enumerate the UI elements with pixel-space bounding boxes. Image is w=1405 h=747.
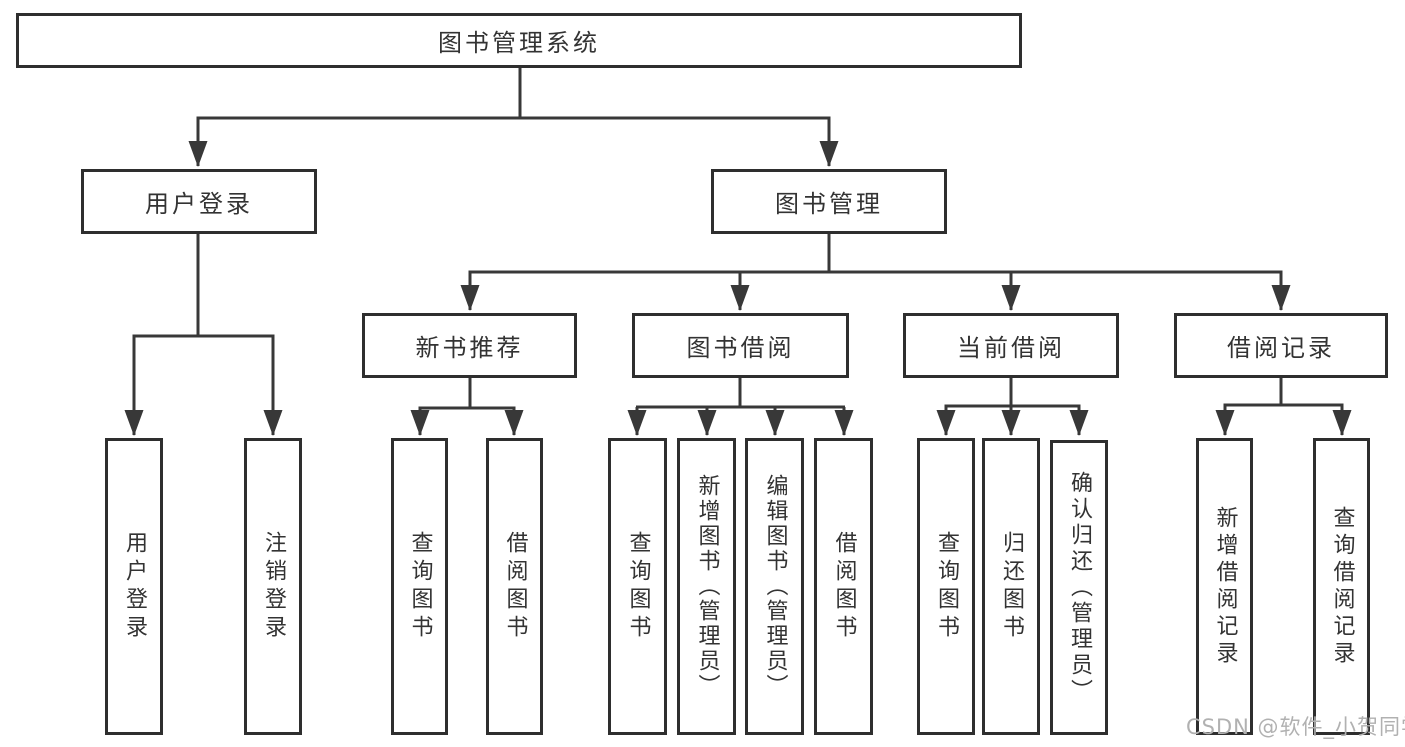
- leaf-edit-book-admin: 编辑图书（管理员）: [745, 438, 804, 735]
- node-borrowing-records: 借阅记录: [1174, 313, 1388, 378]
- leaf-borrow-book-borrowing: 借阅图书: [814, 438, 873, 735]
- node-library-system: 图书管理系统: [16, 13, 1022, 68]
- leaf-query-book-recommend: 查询图书: [391, 438, 448, 735]
- leaf-return-book: 归还图书: [982, 438, 1040, 735]
- node-book-borrowing: 图书借阅: [632, 313, 849, 378]
- leaf-user-login: 用户登录: [105, 438, 163, 735]
- node-book-management: 图书管理: [711, 169, 947, 234]
- leaf-add-borrow-record: 新增借阅记录: [1196, 438, 1253, 735]
- watermark: CSDN @软件_小贺同学: [1186, 715, 1405, 739]
- node-current-borrowing: 当前借阅: [903, 313, 1119, 378]
- leaf-logout: 注销登录: [244, 438, 302, 735]
- leaf-borrow-book-recommend: 借阅图书: [486, 438, 543, 735]
- leaf-confirm-return-admin: 确认归还（管理员）: [1050, 440, 1108, 735]
- node-user-login: 用户登录: [81, 169, 317, 234]
- leaf-add-book-admin: 新增图书（管理员）: [677, 438, 736, 735]
- leaf-query-borrow-record: 查询借阅记录: [1313, 438, 1370, 735]
- leaf-query-book-current: 查询图书: [917, 438, 975, 735]
- leaf-query-book-borrowing: 查询图书: [608, 438, 667, 735]
- node-new-book-recommendation: 新书推荐: [362, 313, 577, 378]
